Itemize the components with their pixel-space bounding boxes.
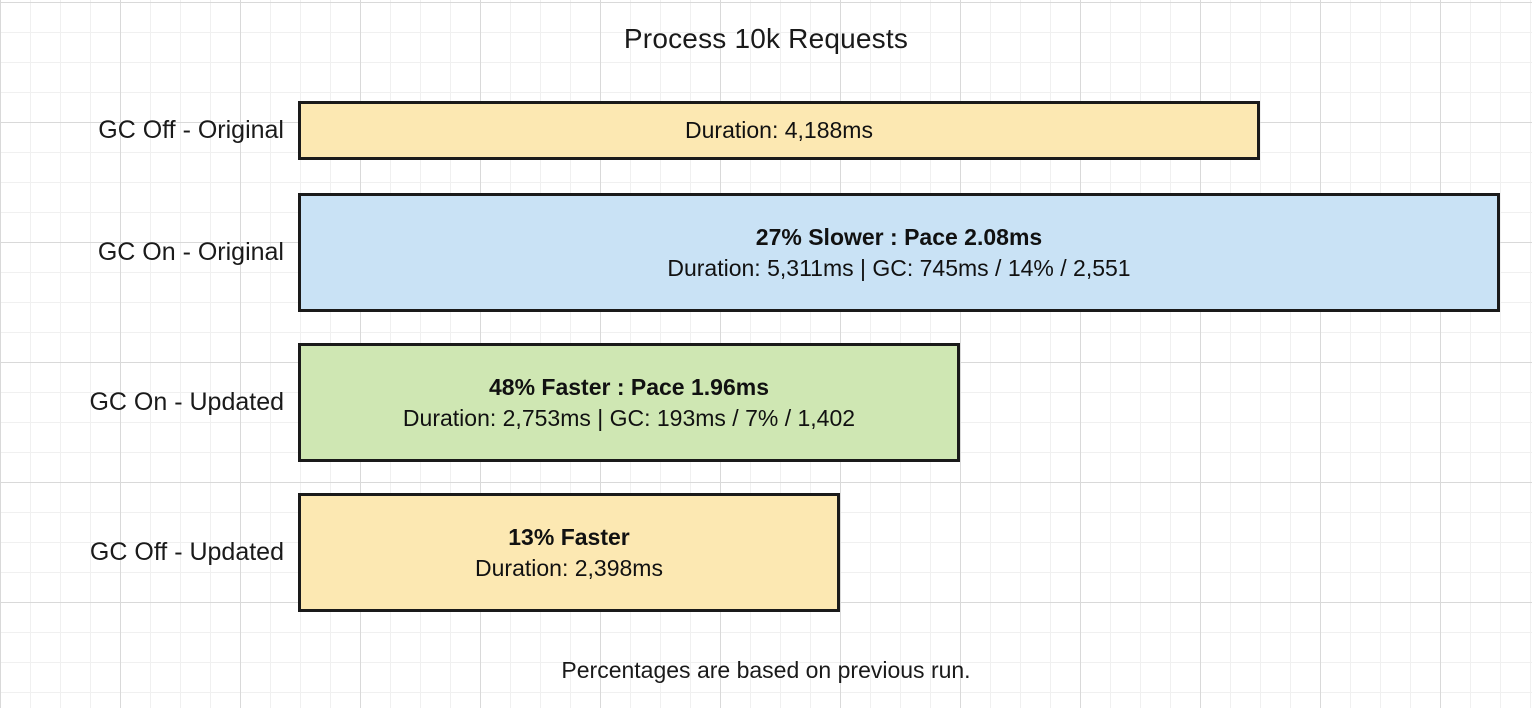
bar-gc-off-updated[interactable]: 13% Faster Duration: 2,398ms bbox=[298, 493, 840, 612]
bar-detail-text: Duration: 2,398ms bbox=[475, 554, 663, 581]
bar-row: GC On - Updated 48% Faster : Pace 1.96ms… bbox=[0, 343, 1532, 462]
bar-row: GC On - Original 27% Slower : Pace 2.08m… bbox=[0, 193, 1532, 312]
chart-title: Process 10k Requests bbox=[623, 23, 909, 54]
bar-headline-text: 13% Faster bbox=[508, 523, 630, 550]
bar-row: GC Off - Updated 13% Faster Duration: 2,… bbox=[0, 493, 1532, 612]
bar-category-label: GC On - Original bbox=[97, 238, 284, 266]
bar-headline-text: 48% Faster : Pace 1.96ms bbox=[488, 373, 769, 400]
bar-headline-text: 27% Slower : Pace 2.08ms bbox=[755, 223, 1043, 250]
bar-category-label: GC Off - Original bbox=[98, 116, 284, 144]
chart-footnote: Percentages are based on previous run. bbox=[561, 657, 971, 683]
bar-category-label: GC Off - Updated bbox=[89, 538, 284, 566]
bar-gc-on-original[interactable]: 27% Slower : Pace 2.08ms Duration: 5,311… bbox=[298, 193, 1500, 312]
bar-detail-text: Duration: 2,753ms | GC: 193ms / 7% / 1,4… bbox=[402, 404, 856, 431]
bar-gc-off-original[interactable]: Duration: 4,188ms bbox=[298, 101, 1260, 160]
bar-detail-text: Duration: 5,311ms | GC: 745ms / 14% / 2,… bbox=[667, 254, 1131, 281]
bar-row: GC Off - Original Duration: 4,188ms bbox=[0, 101, 1532, 160]
bar-category-label: GC On - Updated bbox=[89, 388, 284, 416]
bar-detail-text: Duration: 4,188ms bbox=[685, 117, 873, 143]
bar-gc-on-updated[interactable]: 48% Faster : Pace 1.96ms Duration: 2,753… bbox=[298, 343, 960, 462]
